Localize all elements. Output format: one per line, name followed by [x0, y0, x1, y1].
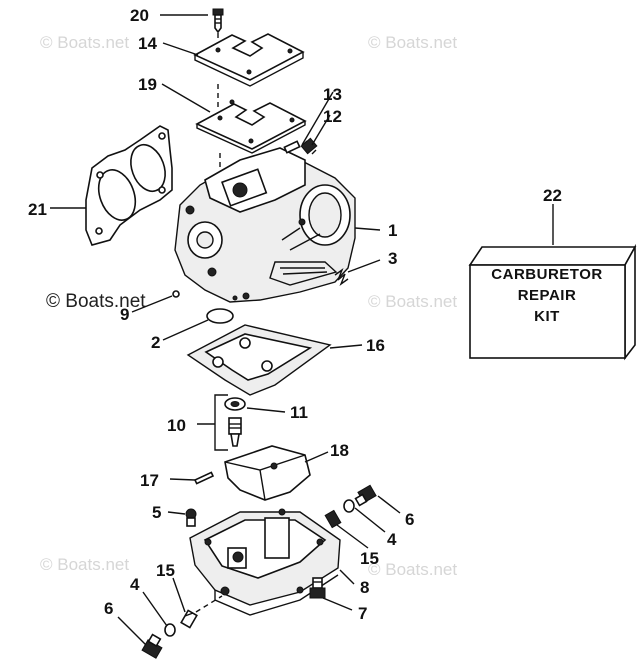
part-9-ball [172, 290, 180, 298]
callout-18: 18 [330, 441, 349, 460]
kit-label-line2: REPAIR [518, 287, 577, 304]
part-21-intake-gasket [85, 125, 173, 246]
part-3-spring [334, 268, 349, 286]
watermark: © Boats.net [368, 560, 457, 579]
part-15-jet-left [180, 609, 198, 629]
callout-6-left: 6 [104, 599, 113, 618]
kit-label-line3: KIT [534, 308, 560, 325]
watermark: © Boats.net [40, 33, 129, 52]
callout-6-right: 6 [405, 510, 414, 529]
kit-label-line1: CARBURETOR [491, 266, 602, 283]
watermark: © Boats.net [368, 292, 457, 311]
callout-19: 19 [138, 75, 157, 94]
callout-4-left: 4 [130, 575, 140, 594]
callout-9: 9 [120, 305, 129, 324]
callout-21: 21 [28, 200, 47, 219]
callout-3: 3 [388, 249, 397, 268]
part-10-needle-seat [228, 417, 242, 447]
callout-22: 22 [543, 186, 562, 205]
callout-15-left: 15 [156, 561, 175, 580]
callout-10: 10 [167, 416, 186, 435]
callout-1: 1 [388, 221, 397, 240]
watermark: © Boats.net [40, 555, 129, 574]
callout-4-right: 4 [387, 530, 397, 549]
part-19-gasket-plate [195, 99, 307, 154]
part-15-jet-right [324, 509, 342, 529]
callout-8: 8 [360, 578, 369, 597]
watermark-dark: © Boats.net [46, 291, 146, 312]
part-13-pin [283, 140, 301, 154]
callout-5: 5 [152, 503, 161, 522]
part-7-bolt [309, 577, 326, 599]
callout-16: 16 [366, 336, 385, 355]
callout-14: 14 [138, 34, 157, 53]
leader-lines [50, 14, 554, 646]
watermark-group: © Boats.net © Boats.net © Boats.net © Bo… [40, 33, 457, 579]
part-14-cover-plate [193, 33, 305, 87]
part-11-washer [224, 397, 246, 411]
part-5-screw [185, 508, 197, 527]
part-4-washer-left [164, 623, 176, 637]
part-8-float-bowl [189, 508, 341, 616]
watermark: © Boats.net [368, 33, 457, 52]
part-6-plug-left [141, 633, 163, 659]
callout-20: 20 [130, 6, 149, 25]
part-16-bowl-gasket [186, 324, 332, 396]
callout-17: 17 [140, 471, 159, 490]
part-22-repair-kit: CARBURETOR REPAIR KIT [468, 243, 637, 361]
part-20-screw [212, 8, 224, 34]
callout-12: 12 [323, 107, 342, 126]
callout-13: 13 [323, 85, 342, 104]
part-6-plug-right [354, 484, 377, 507]
callout-11: 11 [290, 403, 308, 422]
callout-7: 7 [358, 604, 367, 623]
callout-2: 2 [151, 333, 160, 352]
part-18-float [224, 445, 311, 501]
part-17-float-pin [193, 471, 215, 485]
callout-labels: 20 14 19 13 12 21 1 3 22 9 2 16 10 11 18… [28, 6, 562, 623]
part-4-washer-right [343, 499, 355, 513]
part-1-carburetor-body [174, 147, 356, 303]
part-2-plug [206, 308, 234, 324]
callout-15-right: 15 [360, 549, 379, 568]
